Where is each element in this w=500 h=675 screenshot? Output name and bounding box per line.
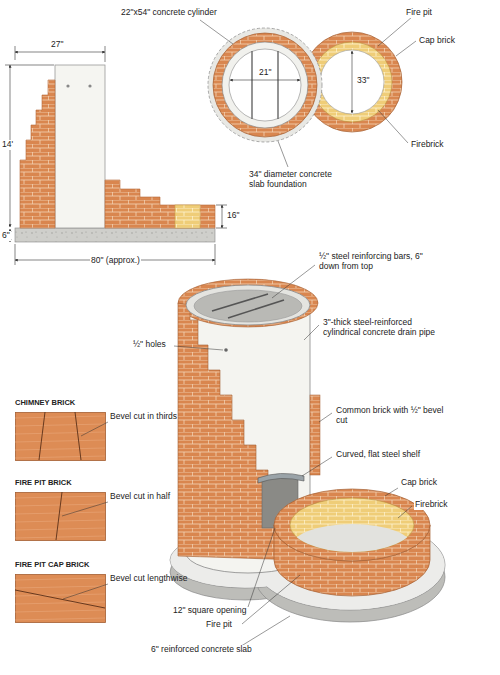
- brick-face: [16, 413, 106, 461]
- brick-texture: [15, 424, 105, 426]
- brick-texture: [15, 602, 105, 604]
- brick-texture: [15, 440, 105, 442]
- callout-label: 33": [356, 76, 370, 86]
- brick-texture: [15, 536, 105, 538]
- reinforcing-bars: [212, 294, 284, 318]
- detail-heading: FIRE PIT BRICK: [15, 478, 72, 487]
- brick-texture: [15, 432, 105, 434]
- cylinder-bore: [229, 49, 301, 121]
- callout-label: Firebrick: [414, 500, 449, 510]
- callout-label: 6" reinforced concrete slab: [150, 645, 253, 655]
- callout-label: Fire pit: [205, 620, 233, 630]
- brick-face: [16, 575, 106, 623]
- brick-texture: [15, 594, 105, 596]
- leader-line: [62, 502, 108, 516]
- brick-texture: [15, 496, 105, 498]
- callout-label: ½" steel reinforcing bars, 6" down from …: [318, 252, 435, 272]
- slab-section: [15, 228, 215, 242]
- pipe-top: [186, 285, 310, 325]
- brick-ring: [213, 33, 317, 137]
- brick-sample: [15, 574, 110, 624]
- hole: [224, 348, 228, 352]
- callout-label: 3"-thick steel-reinforced cylindrical co…: [322, 318, 444, 338]
- hole: [88, 84, 91, 87]
- detail-note: Bevel cut in half: [110, 492, 195, 502]
- brick-texture: [15, 416, 105, 418]
- brick-sample: [15, 412, 110, 462]
- callout-label: 80" (approx.): [90, 256, 141, 266]
- slab-foundation: [208, 28, 322, 142]
- reinforcing-bars: [252, 51, 278, 119]
- brick-detail: FIRE PIT CAP BRICK Bevel cut lengthwise: [10, 560, 200, 626]
- brick-texture: [15, 528, 105, 530]
- detail-heading: FIRE PIT CAP BRICK: [15, 560, 89, 569]
- callout-label: 27": [50, 40, 64, 50]
- callout-label: 34" diameter concrete slab foundation: [248, 170, 345, 190]
- plan-view: [208, 28, 402, 142]
- brick-detail: FIRE PIT BRICK Bevel cut in half: [10, 478, 200, 544]
- callout-label: Fire pit: [405, 8, 433, 18]
- bevel-cut-line: [15, 590, 105, 608]
- brick-wall: [20, 80, 55, 228]
- concrete-cylinder: [55, 65, 105, 228]
- concrete-cylinder: [222, 42, 308, 128]
- beveled-brick: [310, 395, 320, 475]
- detail-heading: CHIMNEY BRICK: [15, 398, 75, 407]
- callout-label: 22"x54" concrete cylinder: [120, 8, 218, 18]
- brick-wall: [105, 180, 215, 228]
- detail-note: Bevel cut in thirds: [110, 412, 195, 422]
- callout-label: Cap brick: [400, 478, 438, 488]
- brick-detail: CHIMNEY BRICK Bevel cut in thirds: [10, 398, 200, 464]
- bevel-cut-line: [75, 412, 81, 460]
- callout-label: Firebrick: [410, 140, 445, 150]
- dimension-lines: [5, 46, 227, 265]
- steel-shelf: [258, 473, 304, 483]
- side-view: [5, 46, 227, 265]
- detail-note: Bevel cut lengthwise: [110, 574, 195, 584]
- fire-pit: [320, 50, 384, 114]
- brick-texture: [15, 448, 105, 450]
- brick-rim: [178, 279, 318, 327]
- callout-label: 6": [1, 231, 11, 241]
- bevel-cut-line: [56, 492, 62, 540]
- hole: [66, 84, 69, 87]
- brick-texture: [15, 610, 105, 612]
- callout-label: 14': [1, 140, 14, 150]
- dimension-lines: [230, 51, 352, 113]
- callout-label: 12" square opening: [172, 606, 247, 616]
- fire-pit-floor: [292, 524, 412, 568]
- pipe-bore: [194, 290, 302, 322]
- brick-sample: [15, 492, 110, 542]
- firebrick-ring: [312, 42, 392, 122]
- brick-texture: [15, 456, 105, 458]
- callout-label: 21": [258, 68, 272, 78]
- firebrick: [175, 205, 200, 228]
- callout-label: Common brick with ½" bevel cut: [335, 406, 447, 426]
- brick-texture: [15, 520, 105, 522]
- brick-texture: [15, 586, 105, 588]
- brick-texture: [15, 512, 105, 514]
- bevel-cut-line: [39, 412, 45, 460]
- callout-label: 16": [226, 211, 240, 221]
- leader-line: [63, 584, 108, 599]
- callout-label: Curved, flat steel shelf: [335, 450, 421, 460]
- callout-label: ½" holes: [132, 340, 167, 350]
- callout-label: Cap brick: [418, 36, 456, 46]
- brick-face: [16, 493, 106, 541]
- leader-line: [81, 422, 108, 436]
- brick-texture: [15, 618, 105, 620]
- brick-texture: [15, 578, 105, 580]
- perspective-view: [170, 17, 445, 648]
